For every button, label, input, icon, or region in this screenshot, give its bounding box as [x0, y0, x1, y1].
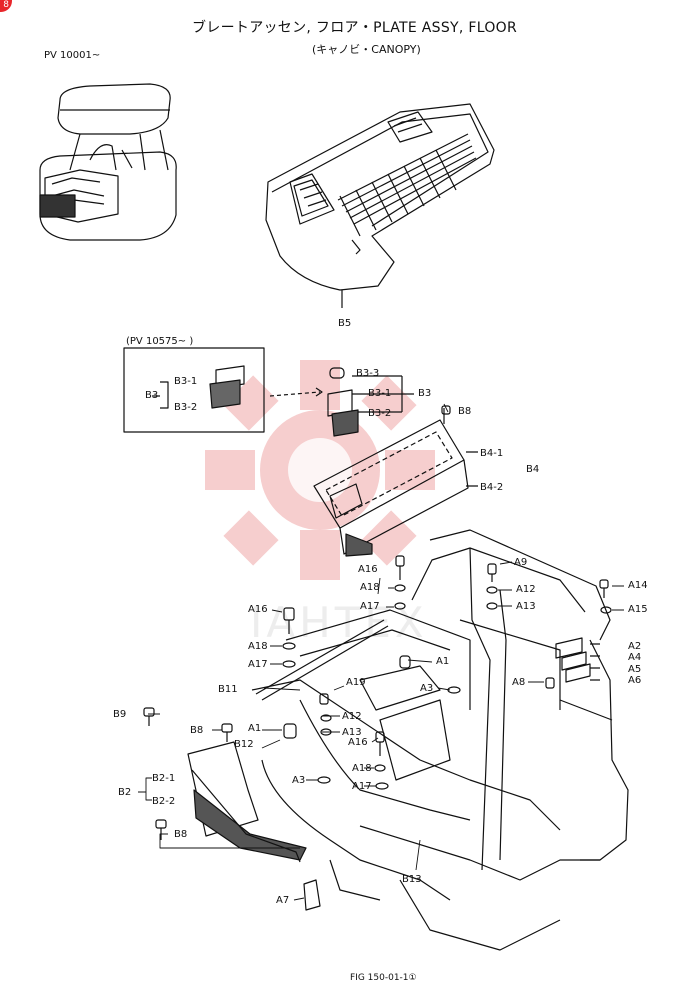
label-A6: A6	[628, 675, 642, 686]
hinge-plates-A2-A6	[555, 637, 600, 683]
label-B3-2: B3-2	[368, 408, 392, 419]
figure-number: FIG 150-01-1①	[350, 973, 417, 983]
label-B8-left: B8	[190, 725, 204, 736]
label-B3-3: B3-3	[356, 368, 380, 379]
inset-variant-box	[123, 347, 323, 433]
rail-B11	[255, 619, 385, 695]
label-B11: B11	[218, 684, 238, 695]
seat-cushion-B3	[327, 367, 414, 437]
serial-range: PV 10001~	[44, 50, 101, 61]
label-B4: B4	[526, 464, 540, 475]
label-A17-mid: A17	[352, 781, 372, 792]
label-A3-left: A3	[292, 775, 306, 786]
label-B5: B5	[338, 318, 352, 329]
label-A18-top: A18	[360, 582, 380, 593]
fasteners	[143, 405, 612, 911]
label-A16-mid: A16	[348, 737, 368, 748]
label-A4: A4	[628, 652, 642, 663]
label-A1-left: A1	[248, 723, 262, 734]
label-B3: B3	[418, 388, 432, 399]
machine-thumbnail	[39, 83, 177, 241]
label-B12: B12	[234, 739, 254, 750]
label-inset-B3-1: B3-1	[174, 376, 198, 387]
page-title: ブレートアッセン, フロア・PLATE ASSY, FLOOR	[192, 20, 518, 36]
label-B8-top: B8	[458, 406, 472, 417]
label-B8-bottom: B8	[174, 829, 188, 840]
label-A8: A8	[512, 677, 526, 688]
label-A19: A19	[346, 677, 366, 688]
floor-mat-B5	[265, 103, 495, 308]
label-B2: B2	[118, 787, 132, 798]
label-A3-right: A3	[420, 683, 434, 694]
label-B2-2: B2-2	[152, 796, 176, 807]
label-A2: A2	[628, 641, 642, 652]
label-A13-mid: A13	[342, 727, 362, 738]
label-A15: A15	[628, 604, 648, 615]
label-B4-1: B4-1	[480, 448, 504, 459]
label-A17-top: A17	[360, 601, 380, 612]
label-A18-left: A18	[248, 641, 268, 652]
label-B4-2: B4-2	[480, 482, 504, 493]
label-B3-1: B3-1	[368, 388, 392, 399]
label-A17-left: A17	[248, 659, 268, 670]
label-B9: B9	[113, 709, 127, 720]
label-A14: A14	[628, 580, 648, 591]
label-A18-mid: A18	[352, 763, 372, 774]
label-inset-B3: B3	[145, 390, 159, 401]
label-A9: A9	[514, 557, 528, 568]
inset-serial-range: (PV 10575~ )	[126, 336, 194, 347]
label-B2-1: B2-1	[152, 773, 176, 784]
label-A12-mid: A12	[342, 711, 362, 722]
page-subtitle: (キャノビ・CANOPY)	[312, 43, 421, 56]
label-A16-top: A16	[358, 564, 378, 575]
label-A12-right: A12	[516, 584, 536, 595]
label-B13: B13	[402, 874, 422, 885]
label-A16-left: A16	[248, 604, 268, 615]
side-panel-B2	[187, 741, 307, 863]
label-A13-right: A13	[516, 601, 536, 612]
label-inset-B3-2: B3-2	[174, 402, 198, 413]
floor-tray-B4	[313, 408, 478, 557]
main-frame-assembly	[251, 529, 629, 951]
label-A1-right: A1	[436, 656, 450, 667]
label-A7: A7	[276, 895, 290, 906]
label-A5: A5	[628, 664, 642, 675]
leader-lines	[138, 403, 624, 901]
